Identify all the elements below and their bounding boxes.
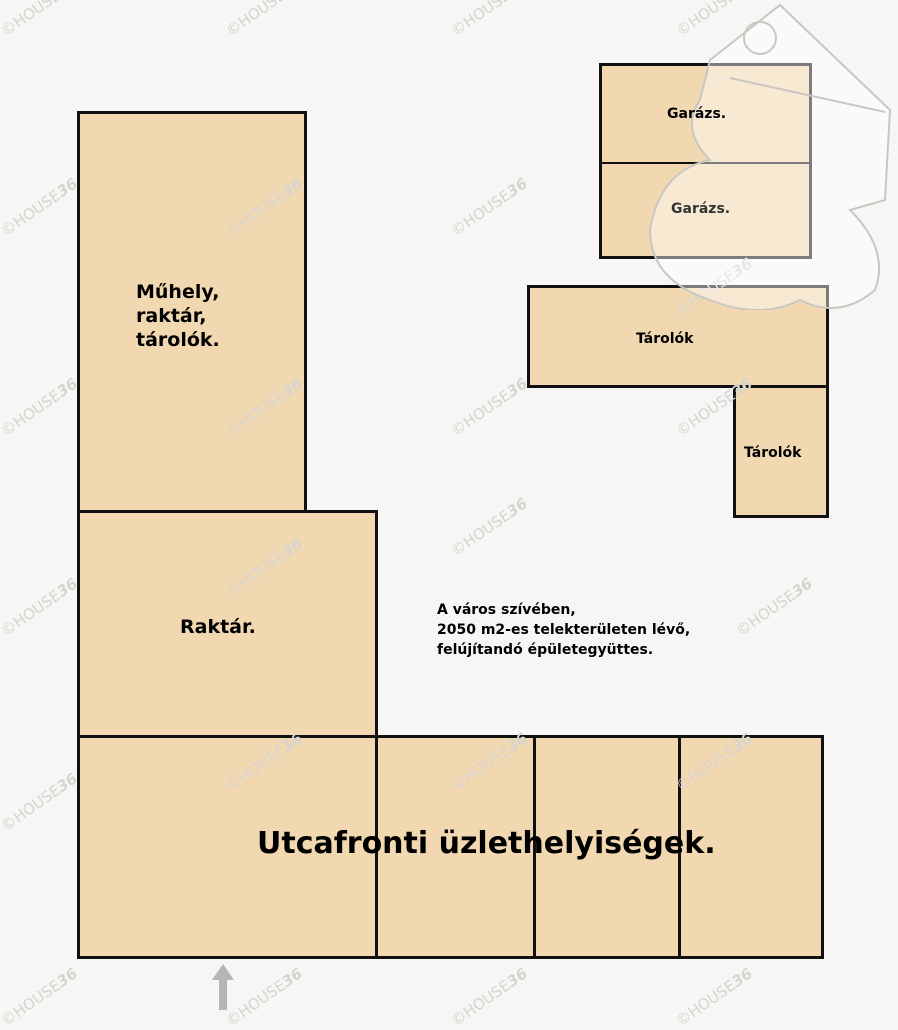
watermark-text: ©HOUSE36 [0,374,81,440]
label-garazs-2: Garázs. [671,201,731,217]
label-tarolok-2: Tárolók [744,445,802,461]
label-line: raktár, [136,305,207,327]
watermark-text: ©HOUSE36 [672,964,756,1030]
room-muhely [77,111,307,513]
wall-divider [678,735,681,959]
label-garazs-1: Garázs. [667,106,727,122]
watermark-text: ©HOUSE36 [447,964,531,1030]
watermark-text: ©HOUSE36 [0,769,81,835]
label-tarolok-1: Tárolók [636,331,694,347]
room-tarolok-2 [733,385,829,518]
entrance-arrow-icon [212,964,234,1010]
watermark-text: ©HOUSE36 [447,0,531,41]
label-line: tárolók. [136,329,220,351]
label-line: Műhely, [136,281,220,303]
watermark-text: ©HOUSE36 [0,174,81,240]
watermark-text: ©HOUSE36 [222,964,306,1030]
watermark-text: ©HOUSE36 [447,494,531,560]
wall-divider [375,735,378,959]
watermark-text: ©HOUSE36 [0,964,81,1030]
label-raktar: Raktár. [180,616,256,638]
watermark-text: ©HOUSE36 [447,174,531,240]
room-raktar [77,510,378,738]
room-garazs [599,63,812,259]
watermark-text: ©HOUSE36 [222,0,306,41]
description-line: 2050 m2-es telekterületen lévő, [437,622,691,638]
watermark-text: ©HOUSE36 [672,0,756,41]
wall-divider [533,735,536,959]
room-utcafront [77,735,824,959]
description-line: A város szívében, [437,602,576,618]
watermark-text: ©HOUSE36 [732,574,816,640]
label-utcafront: Utcafronti üzlethelyiségek. [257,826,716,861]
watermark-text: ©HOUSE36 [447,374,531,440]
description-text: A város szívében, 2050 m2-es telekterüle… [437,600,690,660]
description-line: felújítandó épületegyüttes. [437,642,654,658]
wall-divider [599,162,812,164]
watermark-text: ©HOUSE36 [0,574,81,640]
watermark-text: ©HOUSE36 [0,0,81,41]
label-muhely: Műhely, raktár, tárolók. [136,280,220,352]
